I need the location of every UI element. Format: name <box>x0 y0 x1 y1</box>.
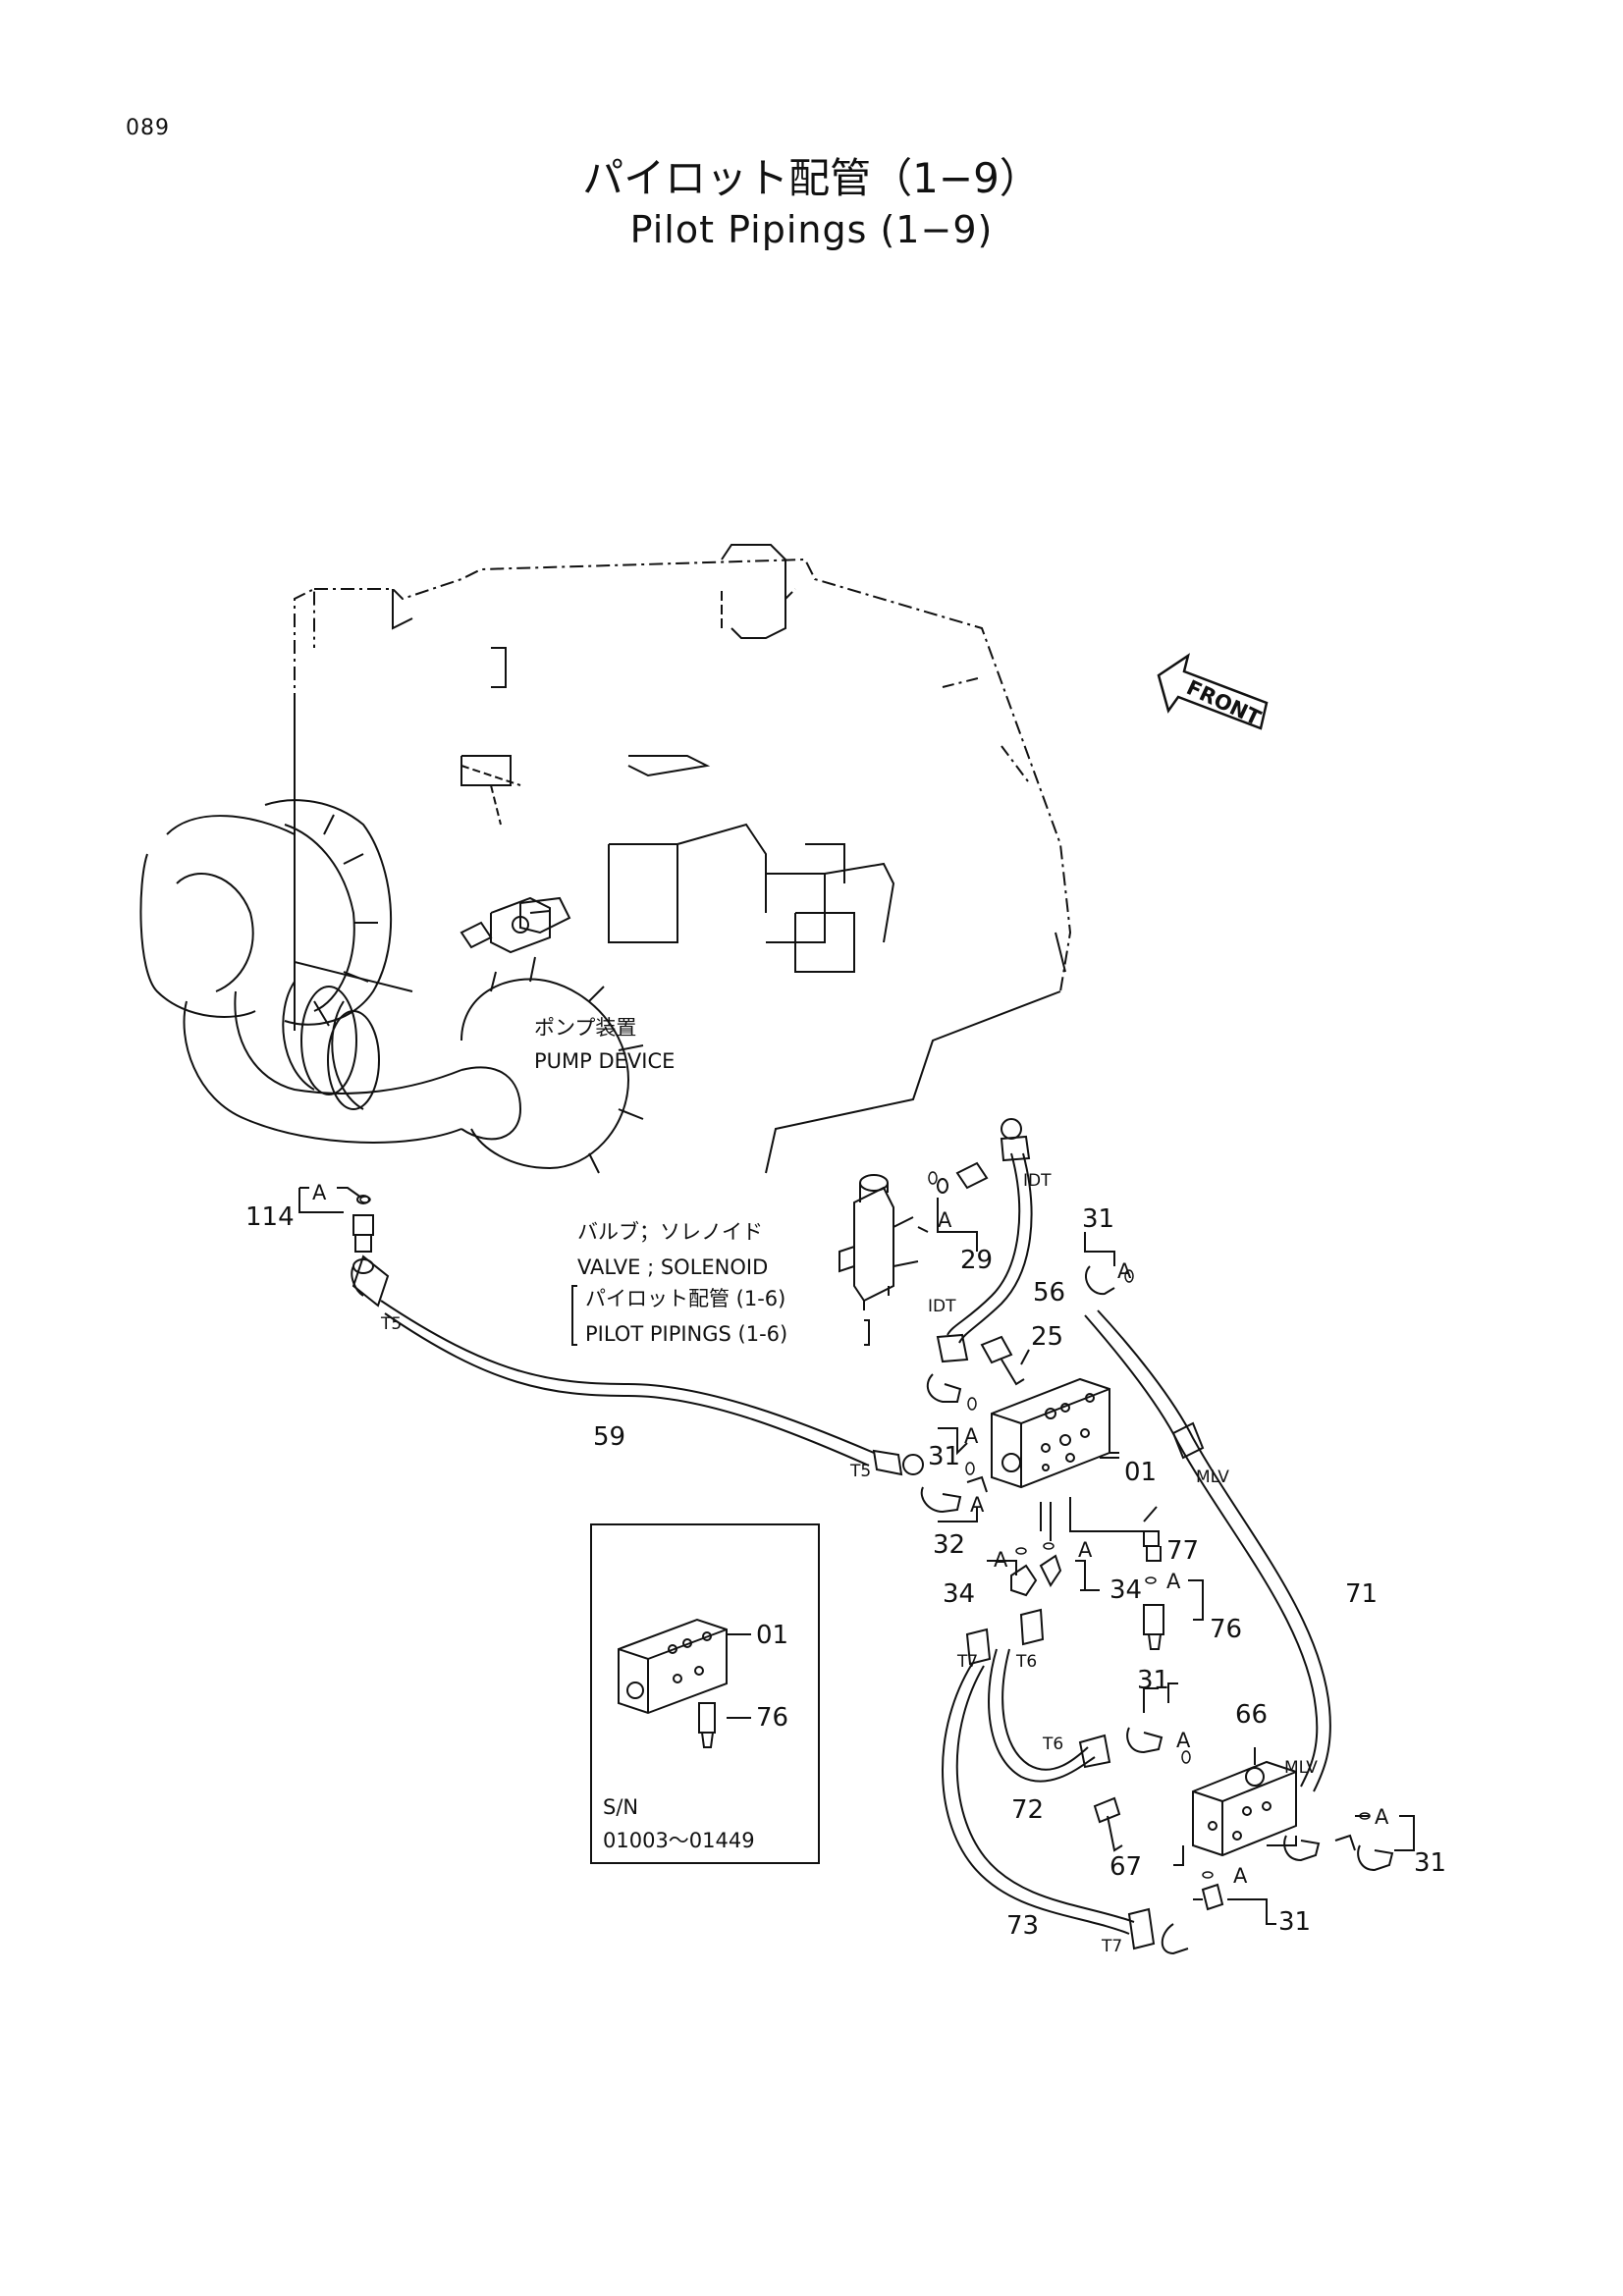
part-number-31: 31 <box>1082 1204 1114 1234</box>
inset-part-number-01: 01 <box>756 1621 788 1650</box>
page-number: 089 <box>126 116 170 140</box>
valve-block-66 <box>1192 1760 1297 1857</box>
fitting-25 <box>980 1335 1025 1386</box>
hose-73 <box>942 1628 1156 1950</box>
part-number-77: 77 <box>1166 1536 1199 1566</box>
part-number-01: 01 <box>1124 1458 1157 1487</box>
part-number-34: 34 <box>943 1579 975 1609</box>
part-number-71: 71 <box>1345 1579 1378 1609</box>
port-label-t7: T7 <box>956 1652 978 1672</box>
part-number-72: 72 <box>1011 1795 1044 1825</box>
solenoid-valve-label-en: VALVE ; SOLENOID <box>577 1255 768 1279</box>
serial-number-inset: 01 76 S/N 01003～01449 <box>590 1523 820 1864</box>
part-number-31: 31 <box>928 1442 960 1471</box>
inset-part-number-76: 76 <box>756 1703 788 1733</box>
part-number-31: 31 <box>1414 1848 1446 1878</box>
part-number-76: 76 <box>1210 1615 1242 1644</box>
pump-device-drawing <box>139 544 1072 1174</box>
part-number-32: 32 <box>933 1530 965 1560</box>
ref-marker-a: A <box>938 1208 952 1232</box>
solenoid-valve-label-jp: バルブ；ソレノイド <box>577 1220 763 1244</box>
port-label-t5: T5 <box>849 1462 871 1481</box>
ref-marker-a: A <box>1375 1805 1389 1829</box>
port-label-idt: IDT <box>928 1297 956 1316</box>
inset-sn-range: 01003～01449 <box>603 1829 755 1852</box>
ref-marker-a: A <box>1078 1538 1093 1562</box>
port-label-mlv: MLV <box>1284 1758 1318 1778</box>
part-number-56: 56 <box>1033 1278 1065 1308</box>
part-number-114: 114 <box>245 1202 295 1232</box>
fitting-114 <box>351 1195 374 1297</box>
solenoid-valve-drawing <box>839 1174 919 1310</box>
ref-marker-a: A <box>970 1493 985 1517</box>
port-label-t6: T6 <box>1042 1735 1063 1754</box>
part-number-59: 59 <box>593 1422 625 1452</box>
part-number-29: 29 <box>960 1246 993 1275</box>
part-number-25: 25 <box>1031 1322 1063 1352</box>
pump-device-label-en: PUMP DEVICE <box>534 1049 675 1073</box>
pump-device-label-jp: ポンプ装置 <box>534 1016 636 1040</box>
front-arrow <box>1157 653 1269 730</box>
page-title-jp: パイロット配管（1−9） <box>582 154 1041 202</box>
port-label-t5: T5 <box>380 1314 402 1334</box>
hose-56 <box>936 1118 1033 1363</box>
port-label-idt: IDT <box>1023 1171 1052 1191</box>
part-number-34: 34 <box>1109 1575 1142 1605</box>
ref-marker-a: A <box>1176 1729 1191 1752</box>
fitting-29 <box>937 1161 989 1194</box>
ref-marker-a: A <box>312 1181 327 1204</box>
ref-marker-a: A <box>1233 1864 1248 1888</box>
ref-marker-a: A <box>1117 1259 1132 1283</box>
part-number-66: 66 <box>1235 1700 1268 1730</box>
hose-72 <box>988 1608 1111 1783</box>
port-label-t7: T7 <box>1101 1937 1122 1956</box>
part-number-31: 31 <box>1278 1907 1311 1937</box>
ref-marker-a: A <box>964 1424 979 1448</box>
hose-59 <box>352 1255 924 1476</box>
part-number-31: 31 <box>1137 1666 1169 1695</box>
page-title-en: Pilot Pipings (1−9) <box>629 208 994 251</box>
ref-marker-a: A <box>994 1548 1008 1572</box>
valve-block-01 <box>991 1377 1110 1489</box>
hose-71 <box>1084 1309 1331 1792</box>
part-number-73: 73 <box>1006 1911 1039 1941</box>
part-number-67: 67 <box>1109 1852 1142 1882</box>
port-label-t6: T6 <box>1015 1652 1037 1672</box>
port-label-mlv: MLV <box>1196 1468 1229 1487</box>
solenoid-valve-ref-en: PILOT PIPINGS (1-6) <box>585 1322 787 1346</box>
ref-marker-a: A <box>1166 1570 1181 1593</box>
inset-sn-label: S/N <box>603 1795 638 1819</box>
solenoid-valve-ref-jp: パイロット配管 (1-6) <box>585 1287 785 1310</box>
